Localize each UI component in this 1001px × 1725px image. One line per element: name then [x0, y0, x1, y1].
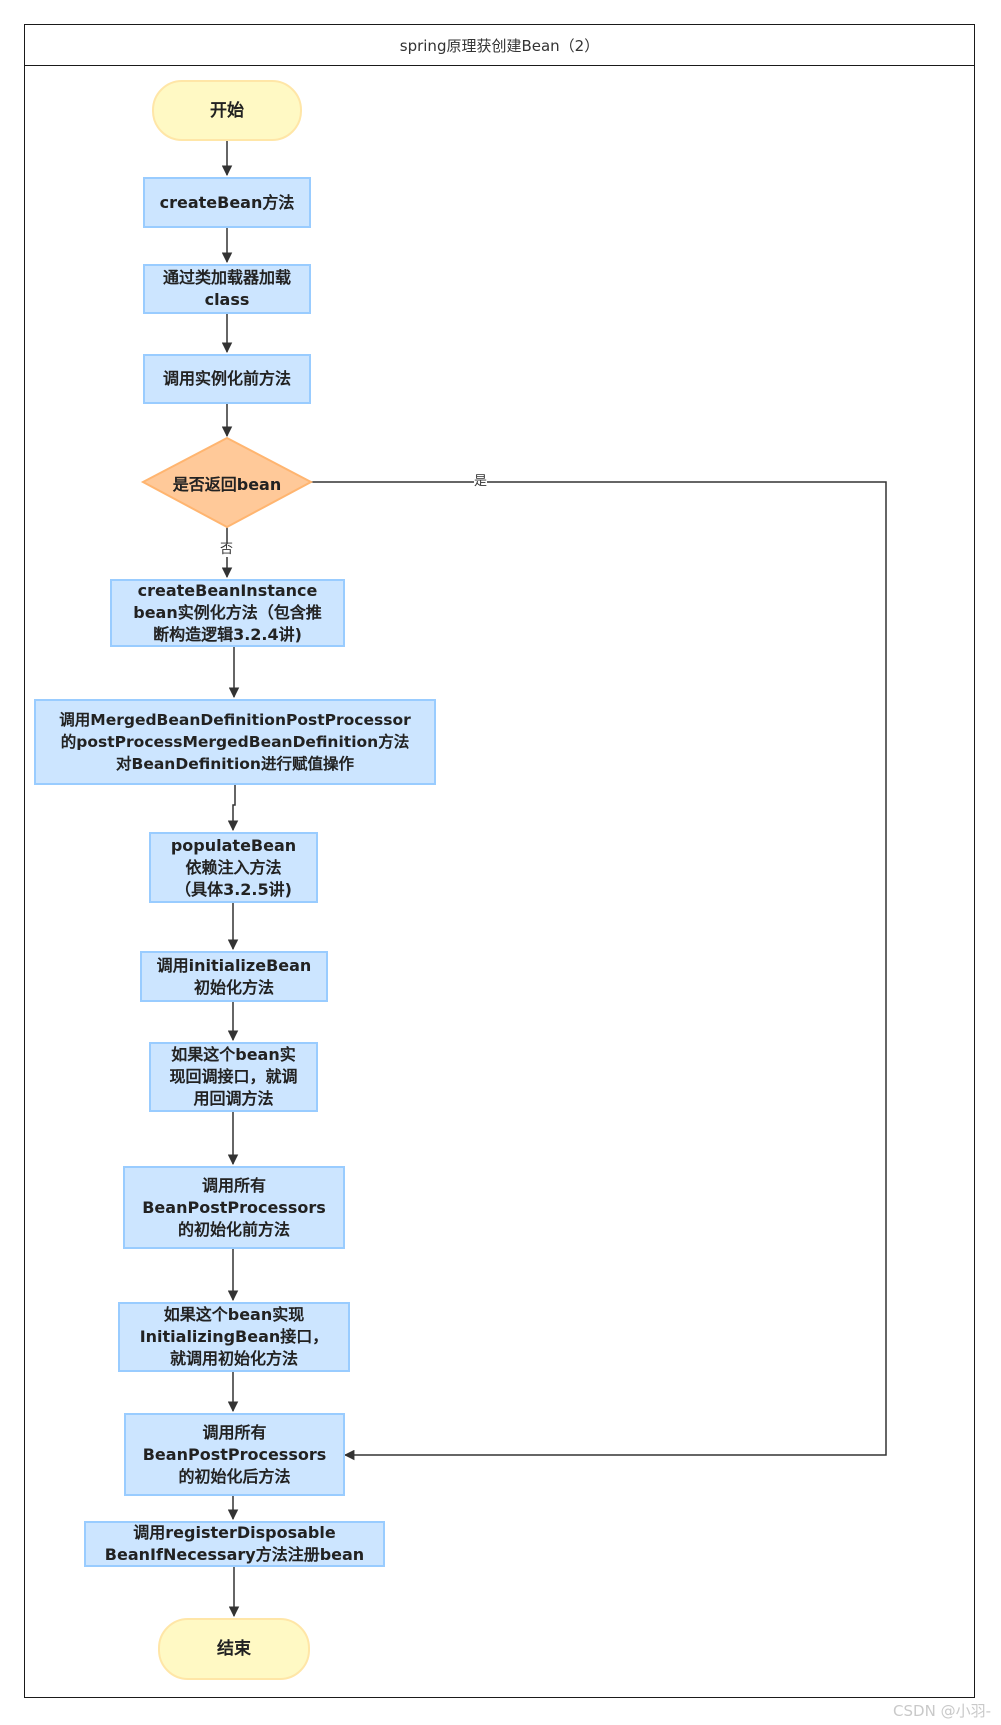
- aware-callback-node: 如果这个bean实 现回调接口，就调 用回调方法: [149, 1042, 318, 1112]
- merged-bd-postprocessor-node: 调用MergedBeanDefinitionPostProcessor 的pos…: [34, 699, 436, 785]
- load-class-node: 通过类加载器加载 class: [143, 264, 311, 314]
- edge-label-yes: 是: [474, 474, 488, 489]
- decision-label: 是否返回bean: [172, 475, 282, 494]
- decision-diamond: [140, 436, 314, 529]
- edge-decision-yes: [311, 481, 887, 1461]
- diagram-title: spring原理获创建Bean（2）: [25, 25, 974, 66]
- start-node: 开始: [152, 80, 302, 141]
- before-instantiation-node: 调用实例化前方法: [143, 354, 311, 404]
- end-node: 结束: [158, 1618, 310, 1680]
- register-disposable-node: 调用registerDisposable BeanIfNecessary方法注册…: [84, 1521, 385, 1567]
- diagram-frame: spring原理获创建Bean（2）: [24, 24, 975, 1698]
- edge-merged-to-populate: [227, 785, 239, 832]
- initialize-bean-node: 调用initializeBean 初始化方法: [140, 951, 328, 1002]
- edge-label-no: 否: [220, 542, 234, 557]
- bpp-after-node: 调用所有 BeanPostProcessors 的初始化后方法: [124, 1413, 345, 1496]
- bpp-before-node: 调用所有 BeanPostProcessors 的初始化前方法: [123, 1166, 345, 1249]
- populate-bean-node: populateBean 依赖注入方法 （具体3.2.5讲): [149, 832, 318, 903]
- initializing-bean-node: 如果这个bean实现 InitializingBean接口， 就调用初始化方法: [118, 1302, 350, 1372]
- watermark: CSDN @小羽-: [893, 1702, 991, 1720]
- createbean-node: createBean方法: [143, 177, 311, 228]
- create-instance-node: createBeanInstance bean实例化方法（包含推 断构造逻辑3.…: [110, 579, 345, 647]
